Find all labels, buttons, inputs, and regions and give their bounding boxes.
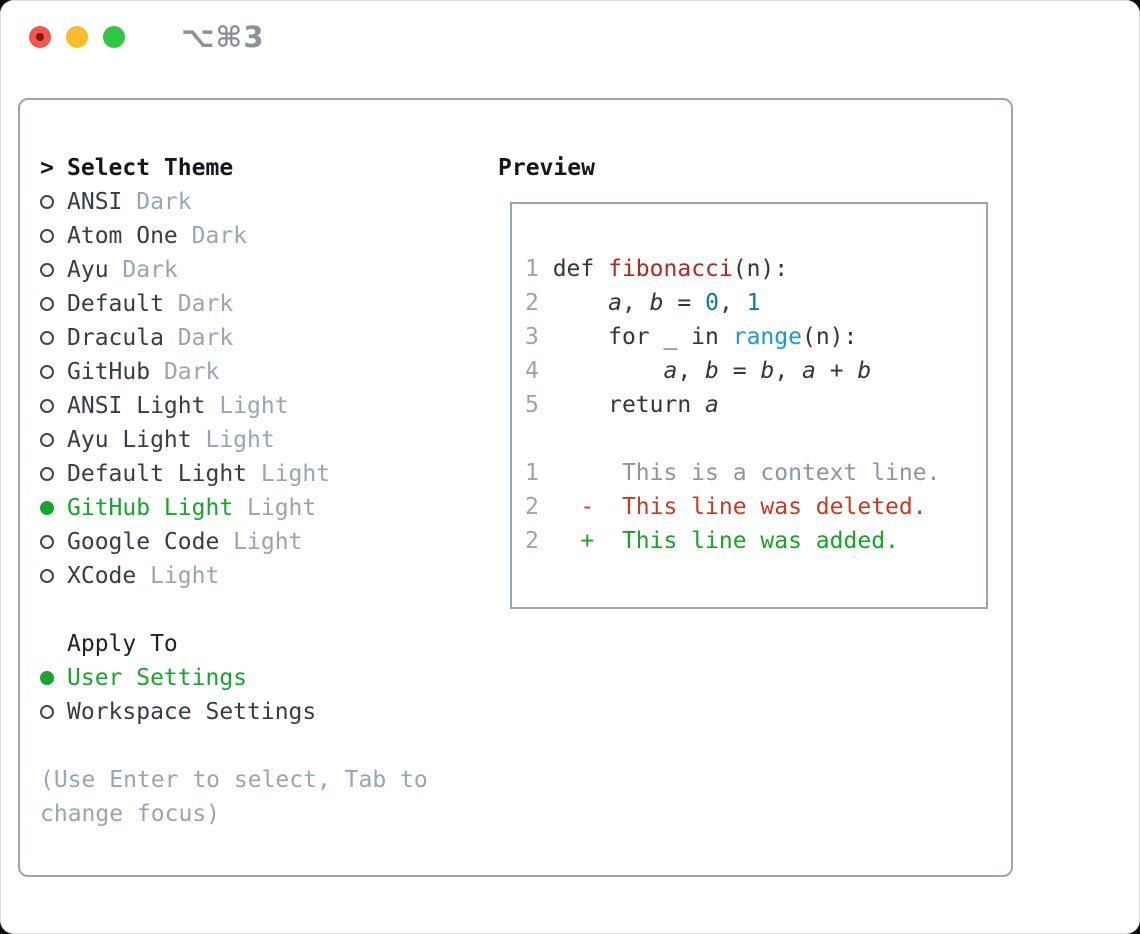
radio-selected-icon <box>40 671 54 685</box>
theme-picker-panel: > Select Theme ANSI Dark Atom One Dark A… <box>18 98 1013 877</box>
theme-name: Google Code <box>67 529 220 555</box>
theme-option-default-light[interactable]: Default Light Light <box>40 457 428 491</box>
number-literal: 1 <box>746 290 761 316</box>
theme-variant: Light <box>247 495 317 521</box>
theme-variant: Dark <box>122 257 178 283</box>
theme-option-atom-one-dark[interactable]: Atom One Dark <box>40 219 428 253</box>
theme-name: Ayu Light <box>67 427 192 453</box>
keyboard-hint-line-1: (Use Enter to select, Tab to <box>40 767 428 793</box>
diff-context-line: 1 This is a context line. <box>525 460 941 486</box>
theme-name: Ayu <box>67 257 109 283</box>
theme-variant: Dark <box>163 359 220 385</box>
preview-title: Preview <box>498 155 595 181</box>
radio-icon <box>40 297 54 311</box>
code-line: 3 for _ in range(n): <box>525 324 858 350</box>
theme-variant: Light <box>205 427 275 453</box>
theme-variant: Dark <box>177 325 234 351</box>
theme-variant: Dark <box>191 223 248 249</box>
line-number: 1 <box>525 256 539 282</box>
theme-variant: Dark <box>177 291 234 317</box>
theme-option-github-light[interactable]: GitHub Light Light <box>40 491 428 525</box>
theme-variant: Light <box>233 529 303 555</box>
radio-icon <box>40 263 54 277</box>
prompt-caret-icon: > <box>40 155 54 181</box>
radio-icon <box>40 705 54 719</box>
theme-list-column: > Select Theme ANSI Dark Atom One Dark A… <box>40 151 428 831</box>
radio-icon <box>40 365 54 379</box>
code-line: 2 a, b = 0, 1 <box>525 290 761 316</box>
theme-variant: Light <box>219 393 289 419</box>
theme-name: XCode <box>67 563 137 589</box>
apply-option-label: Workspace Settings <box>67 699 317 725</box>
theme-option-dracula-dark[interactable]: Dracula Dark <box>40 321 428 355</box>
theme-option-ayu-dark[interactable]: Ayu Dark <box>40 253 428 287</box>
theme-variant: Dark <box>136 189 192 215</box>
theme-option-xcode-light[interactable]: XCode Light <box>40 559 428 593</box>
radio-icon <box>40 331 54 345</box>
line-number: 2 <box>525 494 539 520</box>
theme-option-google-code-light[interactable]: Google Code Light <box>40 525 428 559</box>
radio-icon <box>40 433 54 447</box>
theme-variant: Light <box>260 461 331 487</box>
line-number: 1 <box>525 460 539 486</box>
theme-name: ANSI <box>67 189 123 215</box>
diff-deleted-line: 2 - This line was deleted. <box>525 494 927 520</box>
keyboard-hint-line-2: change focus) <box>40 801 221 827</box>
theme-option-ansi-dark[interactable]: ANSI Dark <box>40 185 428 219</box>
theme-name: Atom One <box>67 223 178 249</box>
radio-icon <box>40 195 54 209</box>
zoom-button[interactable] <box>103 26 125 48</box>
theme-name: Default Light <box>67 461 248 487</box>
apply-option-label: User Settings <box>67 665 248 691</box>
number-literal: 0 <box>705 290 719 316</box>
theme-option-github-dark[interactable]: GitHub Dark <box>40 355 428 389</box>
code-preview-box: 1 def fibonacci(n): 2 a, b = 0, 1 3 for … <box>510 202 988 609</box>
radio-icon <box>40 229 54 243</box>
code-line: 5 return a <box>525 392 719 418</box>
section-gap <box>40 729 428 763</box>
theme-variant: Light <box>150 563 220 589</box>
line-number: 3 <box>525 324 539 350</box>
theme-name: GitHub <box>67 359 151 385</box>
select-theme-title: Select Theme <box>67 155 234 181</box>
theme-option-ansi-light[interactable]: ANSI Light Light <box>40 389 428 423</box>
section-gap <box>40 593 428 627</box>
apply-to-title: Apply To <box>67 631 178 657</box>
radio-icon <box>40 569 54 583</box>
radio-icon <box>40 467 54 481</box>
minimize-button[interactable] <box>66 26 88 48</box>
apply-option-workspace-settings[interactable]: Workspace Settings <box>40 695 428 729</box>
titlebar: ⌥⌘3 <box>0 0 1140 74</box>
code-line: 1 def fibonacci(n): <box>525 256 789 282</box>
select-theme-header: > Select Theme <box>40 151 428 185</box>
line-number: 2 <box>525 528 539 554</box>
theme-name: Default <box>67 291 164 317</box>
radio-selected-icon <box>40 501 54 515</box>
window-title: ⌥⌘3 <box>181 20 265 54</box>
theme-name: GitHub Light <box>67 495 234 521</box>
radio-icon <box>40 399 54 413</box>
apply-option-user-settings[interactable]: User Settings <box>40 661 428 695</box>
builtin-name: range <box>732 324 802 350</box>
theme-name: ANSI Light <box>67 393 206 419</box>
diff-added-line: 2 + This line was added. <box>525 528 899 554</box>
apply-to-header: Apply To <box>40 627 428 661</box>
code-line: 4 a, b = b, a + b <box>525 358 872 384</box>
function-name: fibonacci <box>608 256 733 282</box>
blank-line <box>525 422 986 456</box>
radio-icon <box>40 535 54 549</box>
theme-name: Dracula <box>67 325 164 351</box>
line-number: 2 <box>525 290 539 316</box>
line-number: 4 <box>525 358 539 384</box>
theme-option-default-dark[interactable]: Default Dark <box>40 287 428 321</box>
theme-option-ayu-light[interactable]: Ayu Light Light <box>40 423 428 457</box>
line-number: 5 <box>525 392 539 418</box>
close-button[interactable] <box>29 26 51 48</box>
